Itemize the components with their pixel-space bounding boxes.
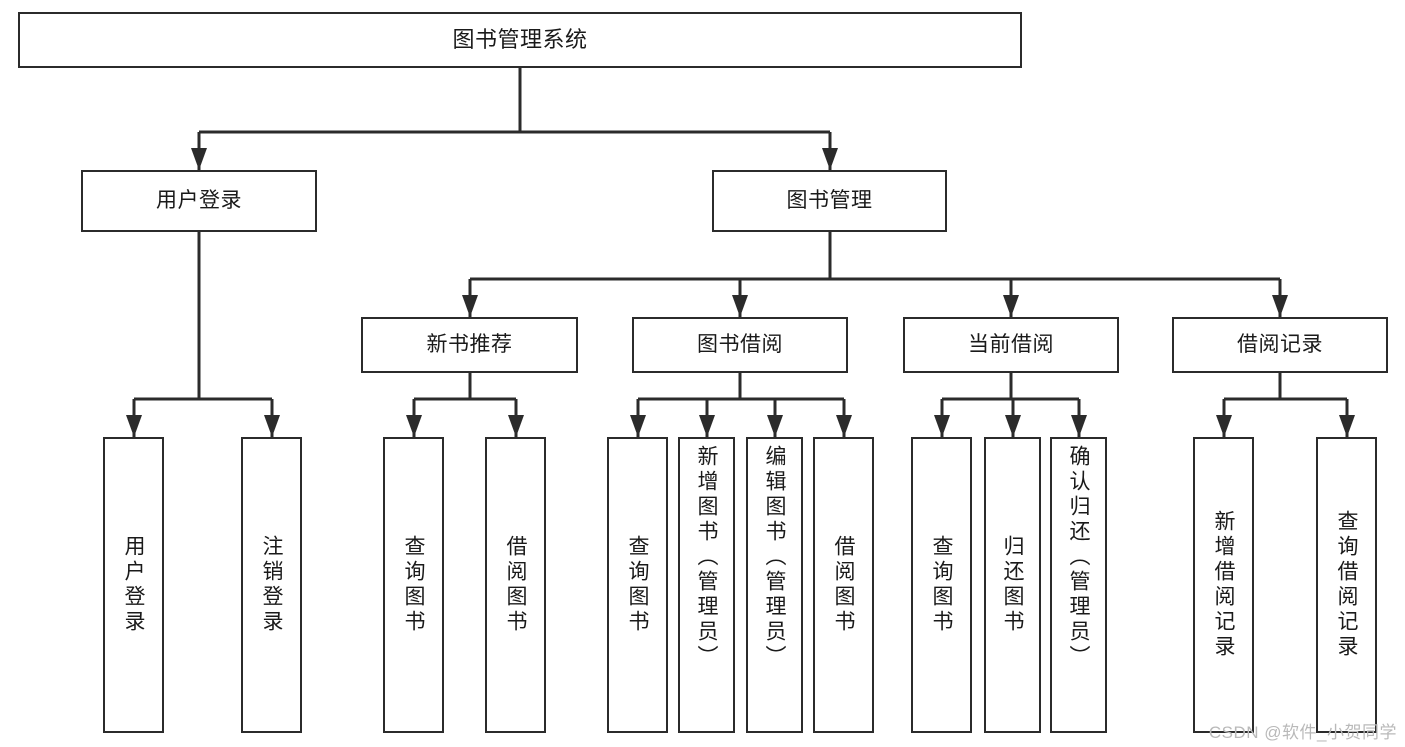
arrowhead [508, 415, 524, 437]
arrowhead [732, 295, 748, 317]
node-leaf-cur-return[interactable]: 归还图书 [984, 437, 1041, 733]
arrowhead [836, 415, 852, 437]
node-label: 新增图书（管理员） [695, 445, 718, 670]
node-label: 当前借阅 [968, 332, 1054, 356]
arrowhead [767, 415, 783, 437]
arrowhead [1272, 295, 1288, 317]
arrowhead [1071, 415, 1087, 437]
node-label: 查询借阅记录 [1335, 510, 1358, 660]
node-root[interactable]: 图书管理系统 [18, 12, 1022, 68]
node-label: 图书管理系统 [452, 27, 588, 53]
node-label: 确认归还（管理员） [1067, 445, 1090, 670]
node-label: 查询图书 [626, 535, 649, 635]
node-bookmgmt[interactable]: 图书管理 [712, 170, 947, 232]
node-label: 查询图书 [930, 535, 953, 635]
node-records[interactable]: 借阅记录 [1172, 317, 1388, 373]
arrowhead [406, 415, 422, 437]
node-label: 图书借阅 [697, 332, 783, 356]
node-login[interactable]: 用户登录 [81, 170, 317, 232]
node-leaf-rec-query[interactable]: 查询借阅记录 [1316, 437, 1377, 733]
arrowhead [699, 415, 715, 437]
node-leaf-nb-borrow[interactable]: 借阅图书 [485, 437, 546, 733]
arrowhead [1005, 415, 1021, 437]
node-label: 查询图书 [402, 535, 425, 635]
arrowhead [126, 415, 142, 437]
arrowhead [934, 415, 950, 437]
node-label: 借阅图书 [504, 535, 527, 635]
node-leaf-br-add[interactable]: 新增图书（管理员） [678, 437, 735, 733]
node-label: 用户登录 [156, 188, 242, 212]
node-leaf-user-login[interactable]: 用户登录 [103, 437, 164, 733]
arrowhead [462, 295, 478, 317]
node-label: 注销登录 [260, 535, 283, 635]
node-leaf-nb-query[interactable]: 查询图书 [383, 437, 444, 733]
node-leaf-br-lend[interactable]: 借阅图书 [813, 437, 874, 733]
node-borrow[interactable]: 图书借阅 [632, 317, 848, 373]
node-label: 编辑图书（管理员） [763, 445, 786, 670]
arrowhead [1216, 415, 1232, 437]
node-leaf-rec-add[interactable]: 新增借阅记录 [1193, 437, 1254, 733]
node-leaf-user-logout[interactable]: 注销登录 [241, 437, 302, 733]
node-label: 归还图书 [1001, 535, 1024, 635]
node-current[interactable]: 当前借阅 [903, 317, 1119, 373]
watermark: CSDN @软件_小贺同学 [1208, 723, 1397, 742]
node-leaf-br-query[interactable]: 查询图书 [607, 437, 668, 733]
node-newbook[interactable]: 新书推荐 [361, 317, 578, 373]
node-leaf-br-edit[interactable]: 编辑图书（管理员） [746, 437, 803, 733]
arrowhead [822, 148, 838, 170]
node-label: 图书管理 [786, 188, 873, 212]
arrowhead [1339, 415, 1355, 437]
node-label: 新书推荐 [426, 332, 513, 356]
node-leaf-cur-confirm[interactable]: 确认归还（管理员） [1050, 437, 1107, 733]
arrowhead [630, 415, 646, 437]
node-label: 借阅记录 [1237, 332, 1323, 356]
arrowhead [191, 148, 207, 170]
arrowhead [264, 415, 280, 437]
node-leaf-cur-query[interactable]: 查询图书 [911, 437, 972, 733]
node-label: 用户登录 [122, 535, 145, 635]
arrowhead [1003, 295, 1019, 317]
node-label: 借阅图书 [832, 535, 855, 635]
node-label: 新增借阅记录 [1212, 510, 1235, 660]
